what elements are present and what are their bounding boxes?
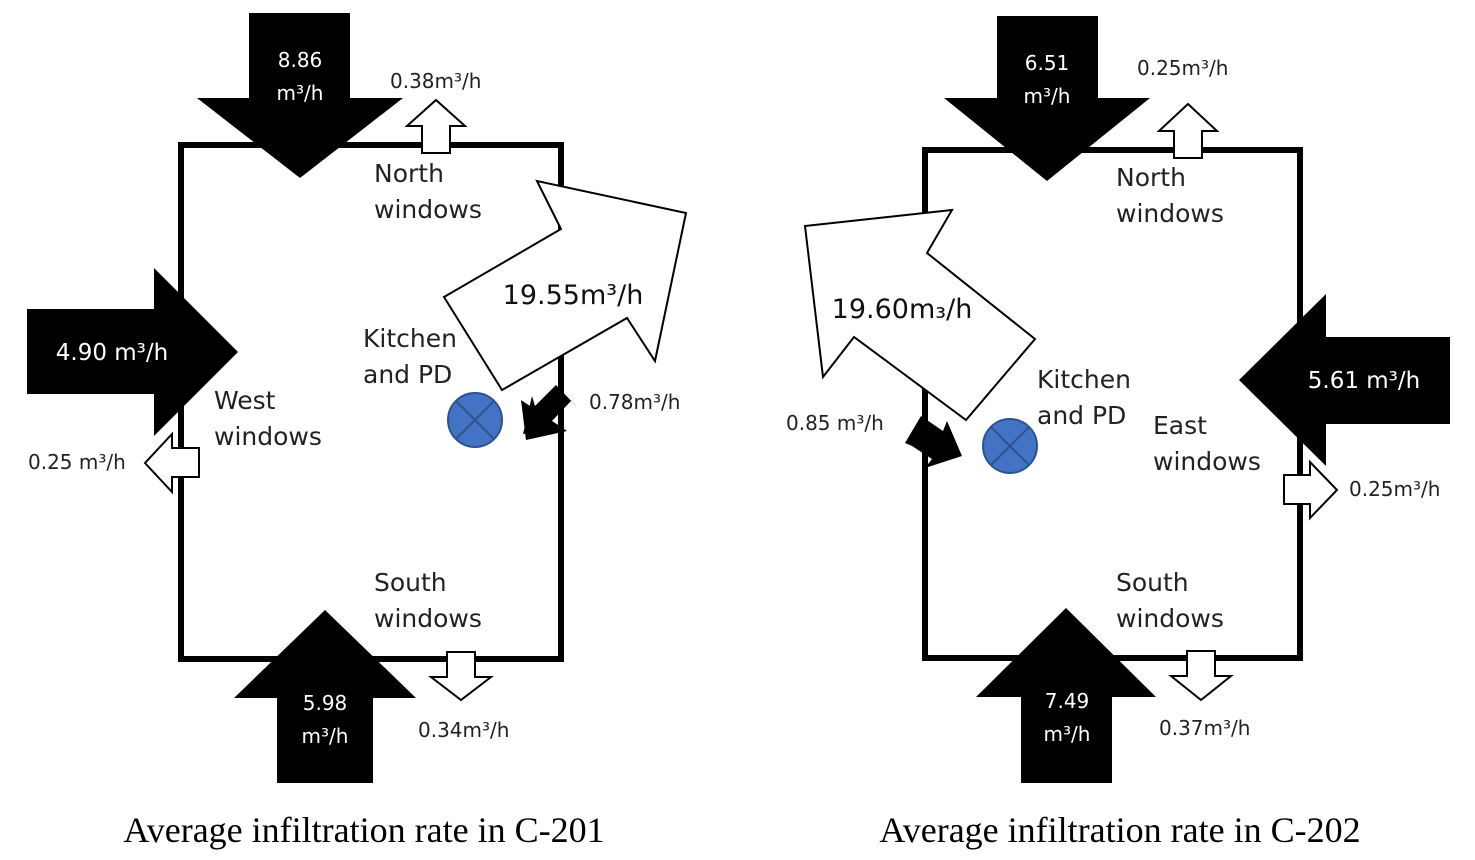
north-windows-label-line1: North (1116, 163, 1186, 192)
caption-c202: Average infiltration rate in C-202 (879, 810, 1360, 850)
north-outflow-value: 0.25m³/h (1137, 56, 1228, 80)
north-windows-label-line2: windows (1116, 199, 1224, 228)
north-windows-label-line2: windows (374, 195, 482, 224)
kitchen-label-line1: Kitchen (363, 324, 457, 353)
east-windows-label-line2: windows (1153, 447, 1261, 476)
kitchen-label-line2: and PD (363, 360, 452, 389)
kitchen-inflow-value: 0.85 m³/h (786, 411, 884, 435)
west-outflow-value: 0.25 m³/h (28, 450, 126, 474)
kitchen-label-line2: and PD (1037, 401, 1126, 430)
north-outflow-arrow (404, 98, 468, 154)
south-windows-label-line2: windows (374, 604, 482, 633)
west-inflow-value: 4.90 m³/h (56, 340, 168, 366)
north-inflow-unit: m³/h (1024, 84, 1071, 108)
kitchen-inflow-arrow-head (521, 400, 567, 440)
east-outflow-arrow (1283, 459, 1339, 521)
east-outflow-value: 0.25m³/h (1349, 477, 1440, 501)
south-windows-label-line1: South (374, 568, 447, 597)
south-inflow-arrow (234, 610, 416, 783)
west-outflow-arrow (143, 431, 200, 495)
east-windows-label-line1: East (1153, 411, 1207, 440)
south-inflow-arrow (976, 608, 1156, 783)
south-outflow-value: 0.34m³/h (418, 718, 509, 742)
kitchen-inflow-arrow (905, 416, 962, 468)
west-inflow-arrow (27, 268, 238, 436)
caption-c201: Average infiltration rate in C-201 (123, 810, 604, 850)
panel-c202: 6.51 m³/h 0.25m³/h North windows 19.60m₃… (786, 16, 1450, 850)
kitchen-exhaust-value: 19.60m₃/h (832, 294, 973, 325)
north-outflow-arrow (1156, 102, 1220, 159)
kitchen-exhaust-value: 19.55m³/h (503, 280, 644, 311)
south-outflow-arrow (1168, 650, 1234, 702)
north-inflow-arrow (197, 13, 403, 178)
panel-c201: 8.86 m³/h 0.38m³/h North windows 4.90 m³… (27, 13, 688, 850)
kitchen-label-line1: Kitchen (1037, 365, 1131, 394)
east-inflow-arrow (1239, 294, 1450, 466)
exhaust-fan-icon (447, 392, 503, 448)
south-inflow-value: 7.49 (1045, 689, 1090, 713)
south-windows-label-line2: windows (1116, 604, 1224, 633)
kitchen-exhaust-arrow (442, 179, 688, 392)
north-inflow-unit: m³/h (277, 81, 324, 105)
exhaust-fan-icon (982, 418, 1038, 474)
south-windows-label-line1: South (1116, 568, 1189, 597)
south-outflow-arrow (428, 651, 494, 702)
south-inflow-unit: m³/h (1044, 722, 1091, 746)
south-inflow-unit: m³/h (302, 724, 349, 748)
kitchen-exhaust-arrow (803, 208, 1037, 422)
west-windows-label-line1: West (214, 386, 276, 415)
west-windows-label-line2: windows (214, 422, 322, 451)
north-inflow-value: 8.86 (278, 48, 323, 72)
north-inflow-arrow (944, 16, 1150, 181)
north-inflow-value: 6.51 (1025, 51, 1070, 75)
east-inflow-value: 5.61 m³/h (1308, 368, 1420, 394)
kitchen-inflow-value: 0.78m³/h (589, 390, 680, 414)
north-outflow-value: 0.38m³/h (390, 69, 481, 93)
south-outflow-value: 0.37m³/h (1159, 716, 1250, 740)
north-windows-label-line1: North (374, 159, 444, 188)
south-inflow-value: 5.98 (303, 691, 348, 715)
